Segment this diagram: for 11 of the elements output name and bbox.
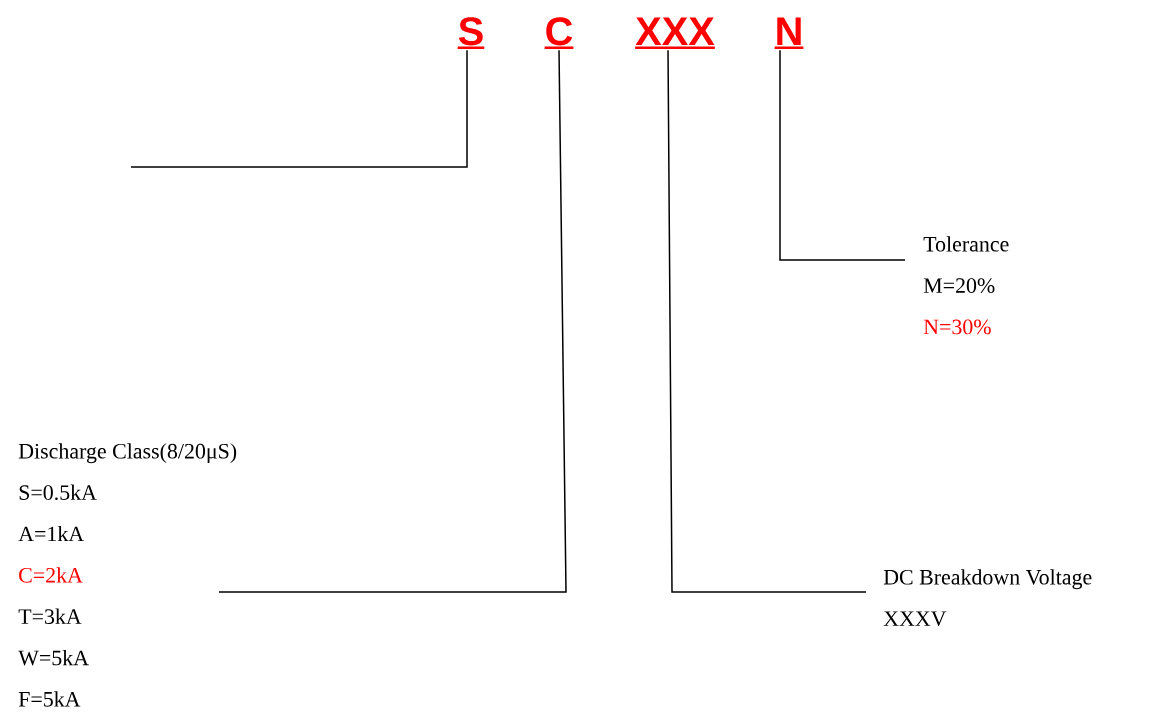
code-letter: XXX xyxy=(635,17,715,49)
option-list: Tolerance M=20% N=30% xyxy=(923,236,1009,335)
option-list: Discharge Class(8/20μS) S=0.5kA A=1kA C=2kA T=3kA W=5kA F=5kA xyxy=(18,443,237,707)
option-list: DC Breakdown Voltage XXXV xyxy=(883,569,1092,627)
code-letter: C xyxy=(544,17,574,49)
leader-line xyxy=(779,49,906,261)
leader-line xyxy=(218,49,567,593)
code-letter: S xyxy=(457,17,485,49)
leader-line xyxy=(667,49,867,593)
leader-line xyxy=(130,49,468,168)
code-letter: N xyxy=(774,17,804,49)
